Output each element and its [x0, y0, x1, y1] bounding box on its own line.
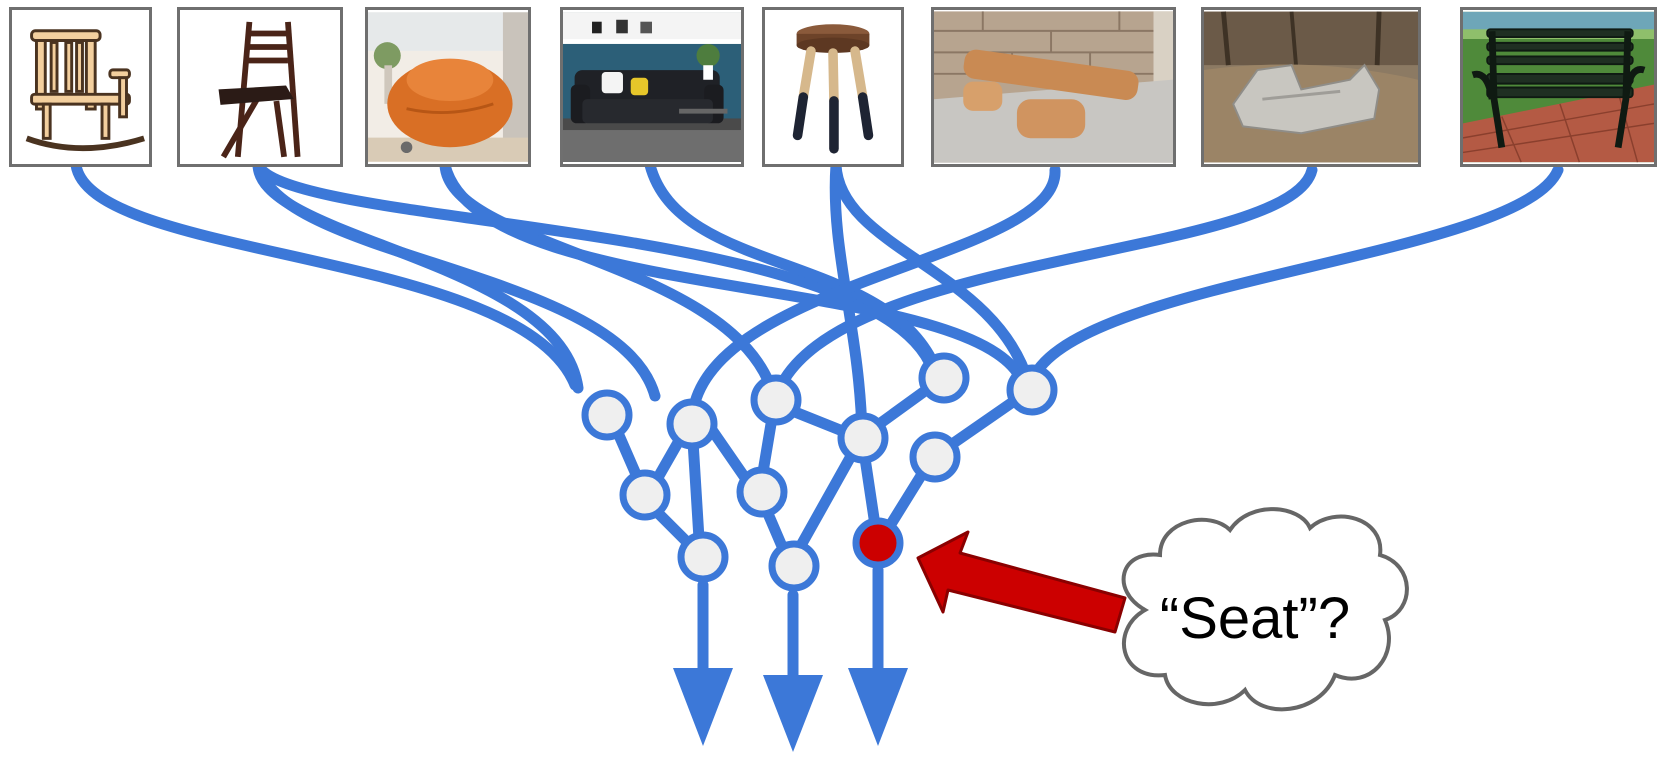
image-sofa	[560, 7, 744, 167]
edge	[644, 159, 946, 386]
rock-seat-icon	[1204, 11, 1418, 163]
node-1	[581, 389, 633, 441]
node-9	[909, 431, 961, 483]
edge	[769, 164, 1318, 406]
pointer-arrow	[916, 530, 1127, 634]
edge	[252, 159, 661, 402]
image-stool	[762, 7, 904, 167]
image-rock-seat	[1201, 7, 1421, 167]
output-arrow-2	[763, 675, 823, 752]
edge	[70, 159, 581, 391]
output-arrow-3	[848, 668, 908, 746]
image-bean-bag	[365, 7, 531, 167]
image-park-bench	[1460, 7, 1657, 167]
node-7	[619, 469, 671, 521]
node-10	[677, 531, 729, 583]
node-11	[768, 540, 820, 592]
node-4	[918, 352, 970, 404]
thought-cloud-shape	[1121, 507, 1409, 712]
thought-cloud	[1121, 507, 1409, 712]
node-12-highlighted	[852, 517, 904, 569]
sofa-icon	[563, 12, 741, 162]
park-bench-icon	[1463, 11, 1654, 163]
nodes	[581, 352, 1058, 592]
bean-bag-icon	[368, 12, 528, 162]
stool-icon	[765, 12, 901, 162]
node-6	[837, 412, 889, 464]
output-arrow-1	[673, 668, 733, 746]
image-rocking-chair	[9, 7, 152, 167]
node-8	[736, 466, 788, 518]
callout-label: “Seat”?	[1159, 586, 1351, 651]
image-log-bench	[931, 7, 1176, 167]
folding-chair-icon	[180, 12, 340, 162]
image-folding-chair	[177, 7, 343, 167]
node-3	[750, 374, 802, 426]
rocking-chair-icon	[12, 11, 149, 163]
log-bench-icon	[934, 11, 1173, 163]
edge	[1024, 164, 1564, 394]
node-2	[666, 398, 718, 450]
edge	[439, 159, 1031, 396]
output-arrows	[673, 668, 908, 752]
node-5	[1006, 364, 1058, 416]
edge	[686, 164, 1061, 426]
pointer-arrow-shape	[916, 530, 1127, 634]
edge	[252, 159, 584, 394]
